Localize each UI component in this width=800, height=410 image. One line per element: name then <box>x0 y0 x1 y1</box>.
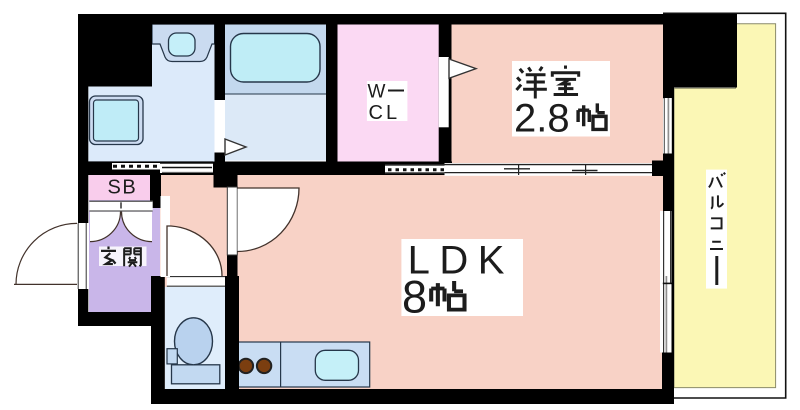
svg-text:2.8: 2.8 <box>514 97 570 141</box>
svg-text:W: W <box>368 82 386 103</box>
svg-text:CL: CL <box>369 102 401 124</box>
svg-text:LDK: LDK <box>408 238 514 282</box>
svg-text:SB: SB <box>108 177 138 199</box>
svg-text:8: 8 <box>402 271 427 322</box>
